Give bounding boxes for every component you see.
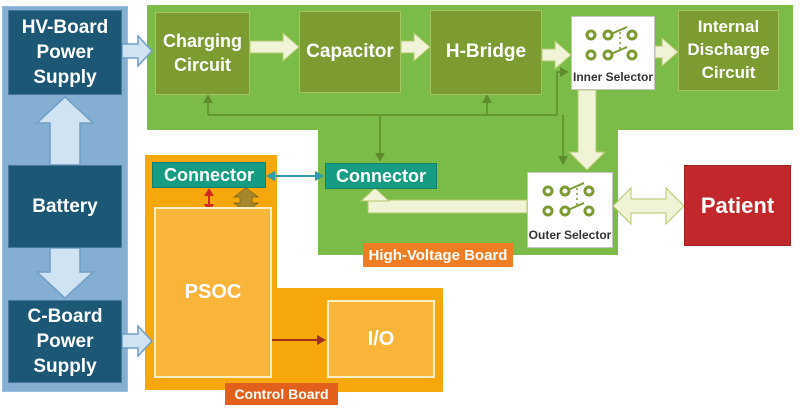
arrow-psoc-to-io (267, 335, 326, 345)
h-bridge-block: H-Bridge (430, 10, 542, 95)
control-board-connector-label: Connector (164, 164, 254, 185)
arrow-hbridge-to-inner-selector (541, 39, 572, 71)
control-bus-arrowheads (203, 67, 569, 165)
psoc-block: PSOC (154, 207, 272, 378)
arrow-battery-to-c-supply (35, 247, 95, 300)
arrow-inner-to-outer-selector (567, 89, 607, 171)
io-label: I/O (367, 327, 395, 350)
h-bridge-label: H-Bridge (445, 41, 527, 63)
inner-selector-block: Inner Selector (571, 16, 655, 90)
hv-board-power-supply-block: HV-Board Power Supply (8, 10, 122, 95)
control-board-badge: Control Board (225, 383, 338, 405)
control-board-badge-label: Control Board (234, 386, 329, 402)
high-voltage-board-badge: High-Voltage Board (363, 243, 513, 267)
psoc-label: PSOC (184, 281, 242, 303)
arrow-capacitor-to-hbridge (400, 31, 431, 63)
hv-board-connector-label: Connector (336, 165, 426, 186)
arrow-hv-supply-to-charging (121, 34, 154, 68)
control-bus-lines (207, 71, 564, 158)
charging-circuit-label: Charging Circuit (163, 31, 242, 75)
patient-block: Patient (684, 165, 791, 246)
patient-label: Patient (700, 192, 775, 218)
charging-circuit-block: Charging Circuit (155, 12, 250, 95)
internal-discharge-circuit-label: Internal Discharge Circuit (687, 17, 770, 82)
arrow-charging-to-capacitor (249, 31, 300, 63)
c-board-power-supply-block: C-Board Power Supply (8, 300, 122, 383)
control-board-connector-block: Connector (152, 162, 266, 188)
capacitor-block: Capacitor (299, 11, 401, 93)
c-board-power-supply-label: C-Board Power Supply (27, 305, 103, 378)
outer-selector-block: Outer Selector (527, 172, 613, 248)
hv-board-connector-block: Connector (325, 163, 437, 189)
arrow-c-supply-to-control-board (121, 324, 154, 358)
high-voltage-board-badge-label: High-Voltage Board (368, 246, 508, 264)
switch-icon (585, 26, 638, 61)
outer-selector-label: Outer Selector (528, 228, 612, 242)
switch-icon (542, 182, 595, 217)
capacitor-label: Capacitor (306, 40, 394, 62)
arrow-outer-selector-patient (612, 186, 685, 226)
hv-board-power-supply-label: HV-Board Power Supply (21, 16, 109, 89)
arrow-battery-to-hv-supply (35, 95, 95, 166)
arrow-inner-selector-to-discharge (654, 36, 679, 68)
battery-label: Battery (32, 195, 98, 217)
inner-selector-label: Inner Selector (572, 70, 654, 84)
line-outer-selector-to-hv-connector (359, 187, 528, 214)
arrow-connector-to-connector (266, 171, 324, 181)
io-block: I/O (327, 300, 435, 378)
internal-discharge-circuit-block: Internal Discharge Circuit (678, 10, 779, 91)
battery-block: Battery (8, 165, 122, 248)
